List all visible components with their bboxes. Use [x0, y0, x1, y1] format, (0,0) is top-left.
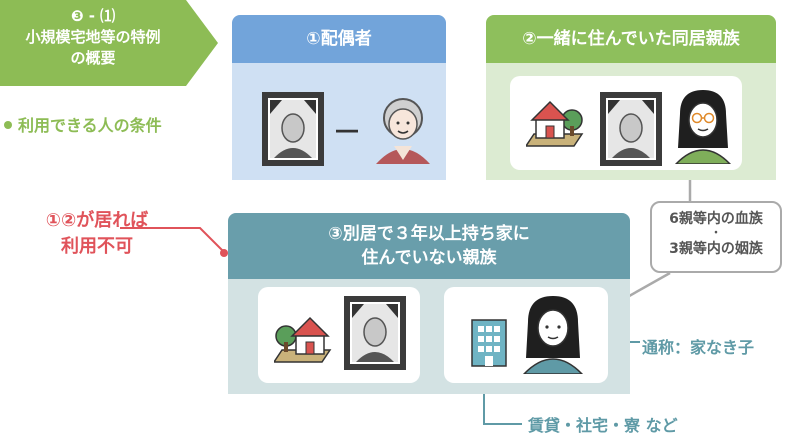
section-badge [0, 0, 218, 86]
portrait-icon [344, 296, 406, 370]
spouse-header: ①配偶者 [232, 15, 446, 63]
woman-icon [674, 90, 732, 164]
section-badge-text: ❸ - ⑴ 小規模宅地等の特例 の概要 [0, 6, 186, 69]
relatives-separator: ・ [711, 228, 721, 239]
condition-label: 利用できる人の条件 [4, 112, 162, 136]
house-icon [274, 316, 332, 363]
badge-title: 小規模宅地等の特例 [25, 28, 161, 46]
house-icon [526, 100, 584, 147]
spouse-dash: ― [336, 118, 358, 143]
building-icon [471, 319, 507, 367]
elderly-woman-icon [376, 98, 430, 164]
woman-icon [522, 296, 584, 374]
portrait-icon [262, 92, 324, 166]
relatives-blood: 6親等内の血族 [669, 211, 763, 227]
relatives-marriage: 3親等内の姻族 [669, 241, 763, 257]
badge-subtitle: の概要 [70, 49, 116, 67]
rental-housing-label: 賃貸・社宅・寮 など [528, 416, 678, 435]
nickname-label: 通称：家なき子 [642, 338, 755, 357]
relatives-range-box: 6親等内の血族 ・ 3親等内の姻族 [650, 201, 782, 273]
cohabiting-header: ②一緒に住んでいた同居親族 [486, 15, 776, 63]
badge-number: ❸ - ⑴ [70, 7, 116, 25]
separate-header: ③別居で３年以上持ち家に 住んでいない親族 [228, 213, 630, 279]
bullet-dot [4, 120, 12, 129]
portrait-icon [600, 92, 662, 166]
exclusion-note: ①②が居れば 利用不可 [45, 210, 149, 257]
